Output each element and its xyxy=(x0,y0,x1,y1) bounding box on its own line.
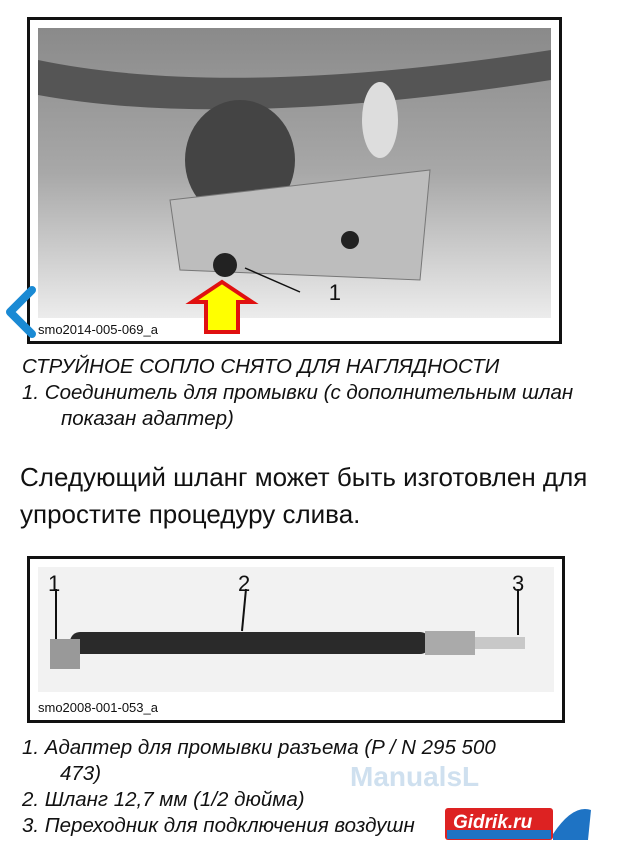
callout-1: 1 xyxy=(48,571,61,596)
callout-3: 3 xyxy=(512,571,525,596)
figure2-item-cont: 473) xyxy=(60,762,102,785)
back-chevron-icon[interactable] xyxy=(2,284,42,340)
jet-pump-illustration xyxy=(38,28,551,334)
svg-text:Gidrik.ru: Gidrik.ru xyxy=(453,812,533,833)
figure1-caption-item: 1. Соединитель для промывки (с дополните… xyxy=(22,381,574,404)
callout-1: 1 xyxy=(328,280,341,305)
figure-jet-pump-photo: 1 smo2014-005-069_a xyxy=(27,17,562,344)
figure2-item: 2. Шланг 12,7 мм (1/2 дюйма) xyxy=(22,788,305,811)
watermark: ManualsL xyxy=(350,761,480,792)
figure1-caption-title: СТРУЙНОЕ СОПЛО СНЯТО ДЛЯ НАГЛЯДНОСТИ xyxy=(22,355,500,378)
figure1-caption-item-cont: показан адаптер) xyxy=(61,407,234,430)
figure2-item: 1. Адаптер для промывки разъема (P / N 2… xyxy=(22,736,496,759)
figure2-item: 3. Переходник для подключения воздушн xyxy=(22,814,415,837)
hose-illustration xyxy=(38,567,554,692)
gidrik-logo: Gidrik.ru xyxy=(443,804,593,846)
figure-hose-photo: 1 2 3 smo2008-001-053_a xyxy=(27,556,565,723)
callout-2: 2 xyxy=(238,571,251,596)
highlight-up-arrow-icon xyxy=(185,279,259,334)
paragraph-line: Следующий шланг может быть изготовлен дл… xyxy=(20,462,588,492)
figure-id: smo2008-001-053_a xyxy=(38,700,158,715)
figure-id: smo2014-005-069_a xyxy=(38,322,158,337)
paragraph-line: упростите процедуру слива. xyxy=(20,499,361,529)
